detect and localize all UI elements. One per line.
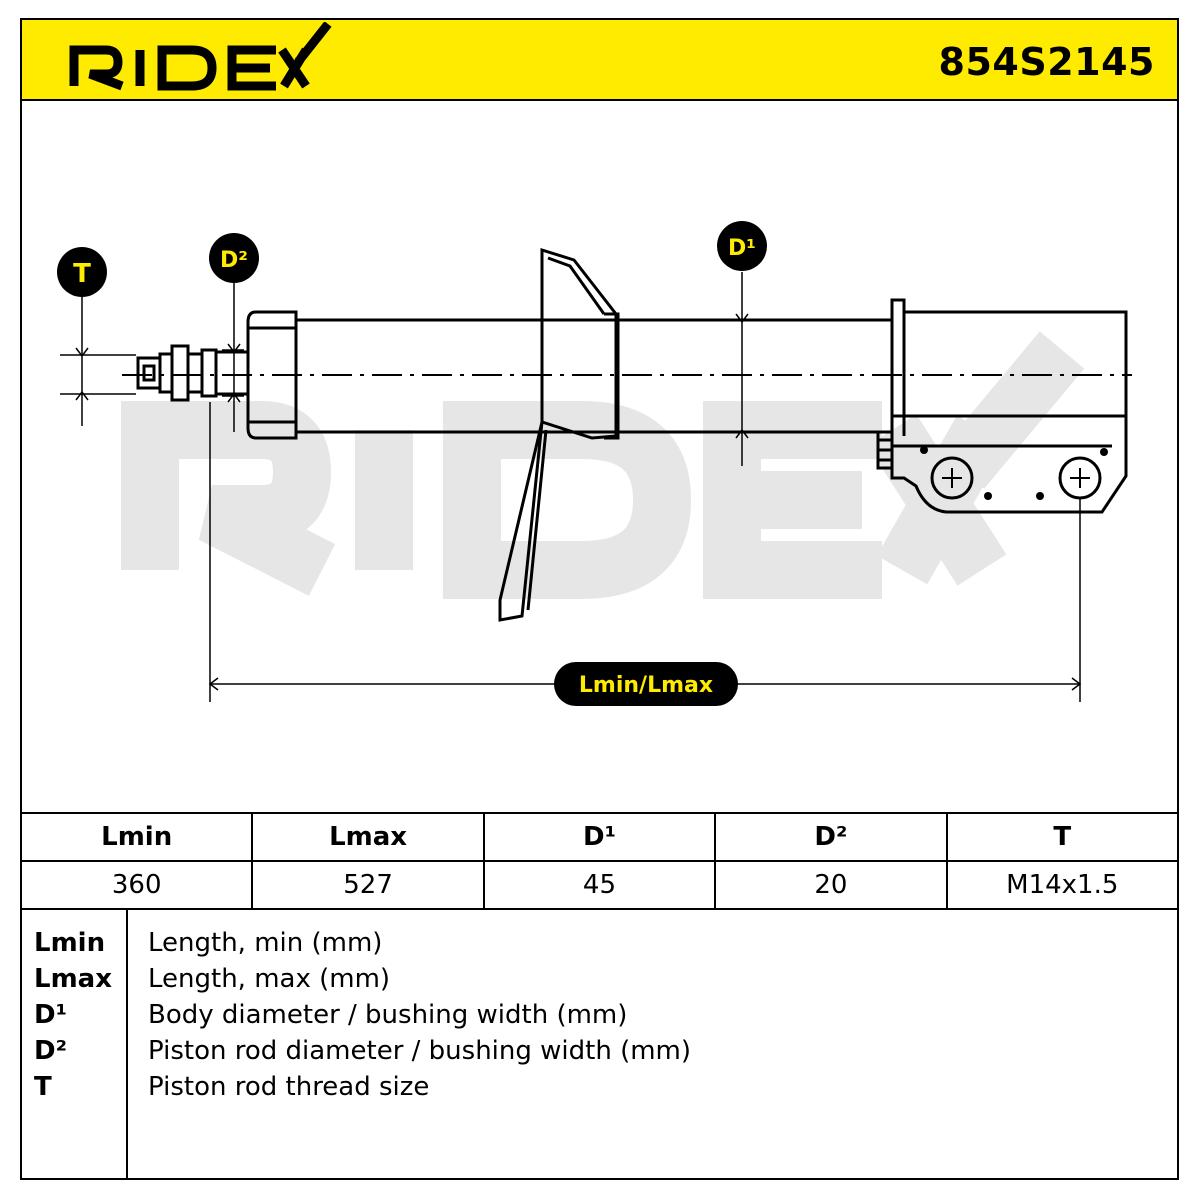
legend: Lmin Length, min (mm) Lmax Length, max (… [20, 910, 1179, 1180]
callout-length: Lmin/Lmax [554, 662, 738, 706]
svg-text:D¹: D¹ [728, 236, 756, 261]
value-t: M14x1.5 [945, 860, 1180, 910]
callout-t: T [57, 247, 107, 297]
header-d1: D¹ [482, 812, 717, 862]
piston-rod [216, 350, 250, 396]
legend-desc: Body diameter / bushing width (mm) [148, 1000, 628, 1030]
legend-desc: Piston rod diameter / bushing width (mm) [148, 1036, 692, 1066]
legend-key: Lmax [34, 964, 112, 994]
value-lmax: 527 [251, 860, 485, 910]
legend-desc: Length, min (mm) [148, 928, 383, 958]
header-lmax: Lmax [251, 812, 485, 862]
svg-text:D²: D² [220, 248, 248, 273]
header-t: T [945, 812, 1180, 862]
value-d2: 20 [714, 860, 948, 910]
ridex-logo [69, 22, 332, 91]
cylinder-body [296, 318, 892, 434]
dimensions-header-row: Lmin Lmax D¹ D² T [19, 812, 1180, 862]
part-number: 854S2145 [938, 40, 1155, 84]
dimensions-table: Lmin Lmax D¹ D² T 360 527 45 20 M14x1.5 [19, 812, 1180, 910]
legend-key: D² [34, 1036, 67, 1066]
legend-key: Lmin [34, 928, 106, 958]
callout-d1: D¹ [717, 221, 767, 271]
dimensions-value-row: 360 527 45 20 M14x1.5 [19, 860, 1180, 910]
legend-divider [126, 910, 128, 1178]
value-d1: 45 [482, 860, 717, 910]
legend-key: D¹ [34, 1000, 67, 1030]
header-bar: 854S2145 [20, 18, 1179, 101]
top-cap [246, 310, 298, 440]
ridex-watermark [121, 331, 1085, 599]
legend-key: T [34, 1072, 52, 1102]
knuckle-bracket [890, 298, 1128, 514]
svg-text:Lmin/Lmax: Lmin/Lmax [579, 673, 713, 698]
nut [158, 344, 204, 402]
header-lmin: Lmin [19, 812, 254, 862]
legend-desc: Length, max (mm) [148, 964, 391, 994]
svg-text:T: T [73, 259, 91, 289]
shock-absorber-drawing: T D² D¹ Lmin/Lmax [57, 221, 1132, 706]
thread-end [136, 356, 162, 390]
header-d2: D² [714, 812, 948, 862]
value-lmin: 360 [19, 860, 254, 910]
legend-desc: Piston rod thread size [148, 1072, 430, 1102]
spring-seat [498, 247, 618, 622]
callout-d2: D² [209, 233, 259, 283]
